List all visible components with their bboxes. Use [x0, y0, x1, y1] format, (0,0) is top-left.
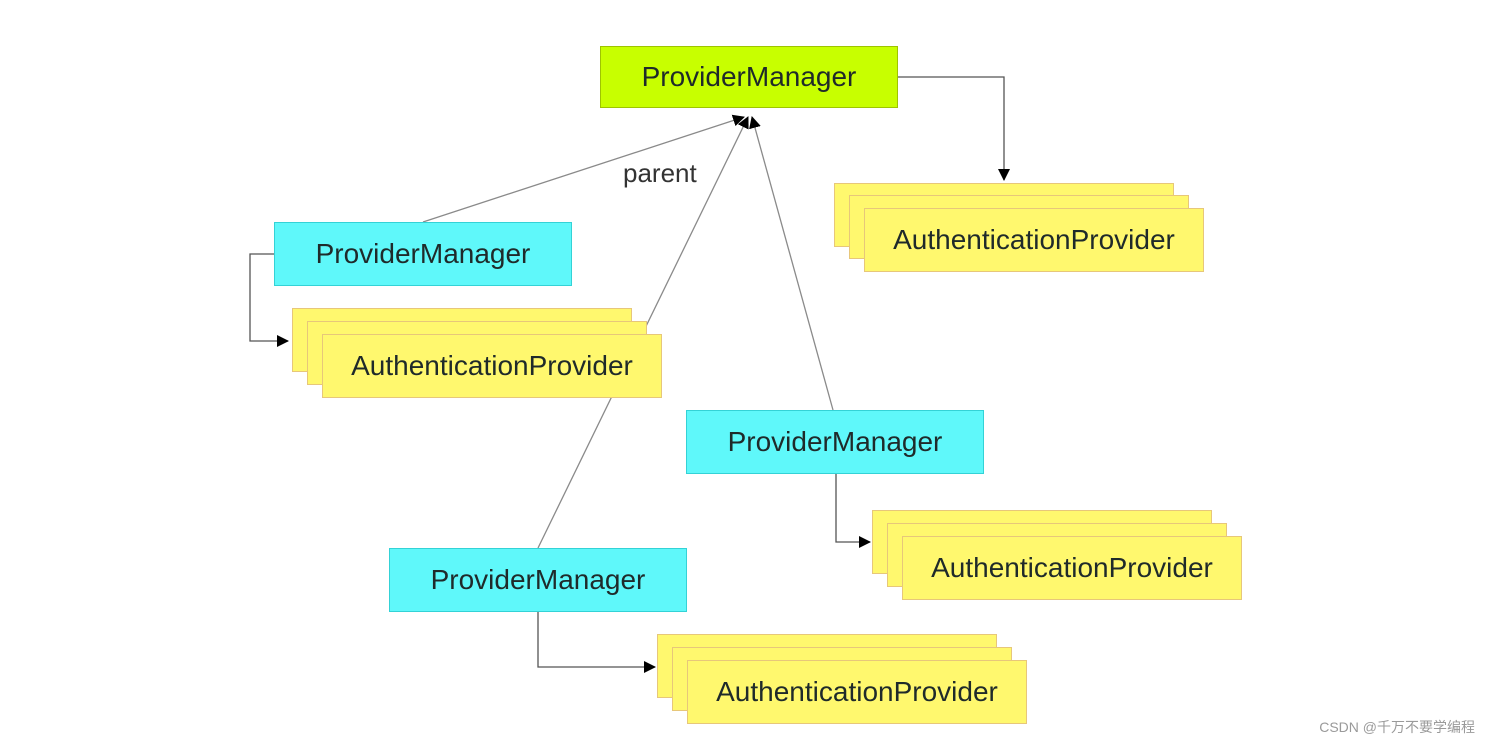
child-authentication-provider-stack-3: AuthenticationProvider: [657, 634, 1027, 724]
watermark: CSDN @千万不要学编程: [1319, 719, 1475, 735]
parent-link-3: [749, 116, 834, 411]
child-authentication-provider-1: AuthenticationProvider: [322, 334, 662, 398]
child-provider-manager-3: ProviderManager: [389, 548, 687, 612]
child-authentication-provider-3: AuthenticationProvider: [687, 660, 1027, 724]
child-authentication-provider-stack-2: AuthenticationProvider: [872, 510, 1242, 600]
child1-provider-link: [249, 253, 289, 347]
parent-link-1: [422, 114, 745, 223]
parent-edge-label: parent: [623, 158, 697, 188]
child-authentication-provider-stack-1: AuthenticationProvider: [292, 308, 662, 398]
root-authentication-provider: AuthenticationProvider: [864, 208, 1204, 272]
root-authentication-provider-stack: AuthenticationProvider: [834, 183, 1204, 272]
child-provider-manager-1: ProviderManager: [274, 222, 572, 286]
child2-provider-link: [835, 474, 871, 548]
root-provider-link: [898, 76, 1010, 181]
child-provider-manager-2: ProviderManager: [686, 410, 984, 474]
root-provider-manager: ProviderManager: [600, 46, 898, 108]
child3-provider-link: [537, 612, 656, 673]
child-authentication-provider-2: AuthenticationProvider: [902, 536, 1242, 600]
